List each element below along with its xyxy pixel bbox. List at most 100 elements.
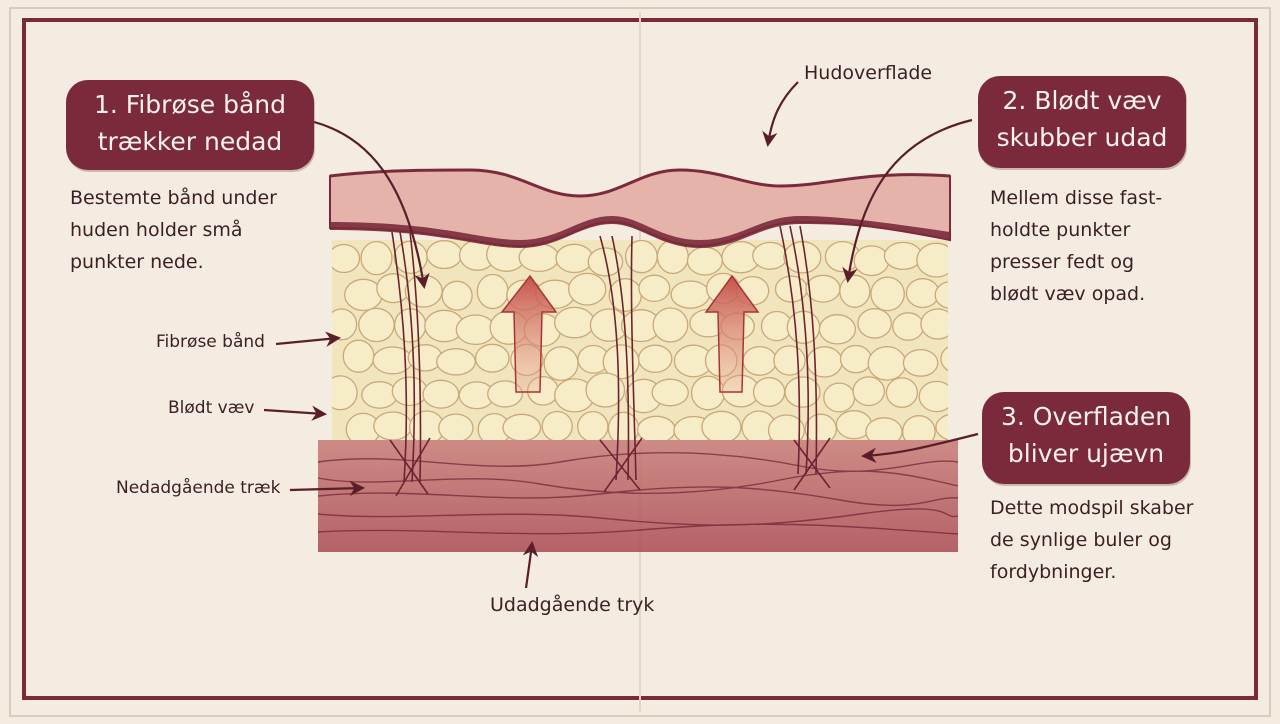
fat-cell	[686, 246, 723, 276]
fat-cell	[852, 376, 886, 407]
fat-cell	[783, 241, 822, 274]
fat-cell	[636, 415, 676, 440]
fat-cell	[577, 410, 609, 440]
fat-cell	[555, 243, 594, 274]
fat-cell	[902, 415, 936, 440]
fat-cell	[543, 346, 579, 382]
fat-cell	[541, 410, 573, 440]
fat-cell	[940, 346, 948, 372]
label-fibrose-band: Fibrøse bånd	[156, 332, 265, 352]
fat-cell	[934, 281, 948, 309]
note-soft-tissue: Mellem disse fast- holdte punkter presse…	[990, 182, 1162, 310]
fat-cell	[361, 381, 398, 409]
arrow-callout-1	[313, 120, 430, 290]
arrow-nedadgaende-traek	[289, 480, 366, 497]
arrow-udadgaende-tryk	[522, 540, 539, 589]
note-1-line-1: Bestemte bånd under	[70, 187, 277, 209]
fat-cell	[839, 344, 872, 374]
callout-soft-tissue: 2. Blødt væv skubber udad	[978, 76, 1186, 168]
fat-cell	[806, 346, 843, 378]
fat-cell	[804, 413, 837, 440]
fat-cell	[441, 280, 473, 311]
callout-fibrous-bands: 1. Fibrøse bånd trækker nedad	[66, 80, 314, 170]
fat-cell	[553, 306, 596, 339]
fat-cell	[585, 372, 626, 408]
note-2-line-2: holdte punkter	[990, 219, 1131, 241]
callout-1-line-2: trækker nedad	[97, 127, 283, 156]
note-fibrous-bands: Bestemte bånd under huden holder små pun…	[70, 182, 277, 278]
arrow-callout-2	[842, 118, 973, 284]
fat-cell	[568, 272, 607, 306]
fat-cell	[823, 382, 856, 413]
note-3-line-2: de synlige buler og	[990, 529, 1172, 551]
callout-3-line-2: bliver ujævn	[1007, 439, 1165, 468]
fat-cell	[853, 245, 890, 277]
note-1-line-2: huden holder små	[70, 219, 243, 241]
fat-cell	[436, 348, 476, 376]
fat-cell	[767, 414, 805, 440]
deep-dermis-layer	[318, 440, 958, 552]
fat-cell	[916, 242, 948, 278]
fat-cell	[752, 241, 789, 270]
fat-cell	[391, 376, 428, 407]
upward-pressure-arrow-left	[500, 274, 558, 393]
fat-cell	[332, 375, 358, 411]
note-3-line-3: fordybninger.	[990, 561, 1117, 583]
fat-cell	[518, 243, 560, 273]
outer-border	[9, 7, 1271, 717]
fat-cell	[476, 273, 509, 310]
fat-cell	[883, 241, 923, 271]
fat-cell	[422, 379, 460, 409]
note-1-line-3: punkter nede.	[70, 251, 204, 273]
note-2-line-4: blødt væv opad.	[990, 283, 1146, 305]
arrow-hudoverflade	[762, 81, 799, 148]
fat-cell	[670, 280, 711, 309]
fat-cell	[474, 343, 510, 373]
fat-cell	[867, 346, 907, 381]
skin-surface-line	[329, 168, 951, 198]
fibrous-septae	[389, 225, 831, 497]
fat-cell	[805, 274, 841, 303]
fat-cell	[892, 312, 925, 341]
label-blodt-vaev: Blødt væv	[168, 398, 255, 418]
fat-cell	[752, 377, 786, 407]
callout-2-line-1: 2. Blødt væv	[1002, 86, 1162, 115]
callout-3-line-1: 3. Overfladen	[1000, 402, 1172, 431]
fat-cell	[902, 348, 939, 377]
label-hudoverflade: Hudoverflade	[804, 62, 933, 84]
fat-cell	[638, 274, 671, 303]
fat-cell	[784, 376, 821, 408]
fat-cell	[637, 344, 673, 374]
callout-uneven-surface: 3. Overfladen bliver ujævn	[982, 392, 1190, 484]
fat-cell	[773, 345, 806, 376]
fat-cell	[487, 380, 523, 408]
fat-cell	[742, 345, 778, 376]
dermis-band	[330, 216, 950, 248]
fat-cell	[332, 243, 361, 274]
fat-cell	[885, 377, 919, 408]
fat-cell	[358, 307, 395, 343]
arrow-blodt-vaev	[263, 405, 328, 421]
fat-cell	[652, 307, 689, 343]
fat-cell	[342, 339, 375, 373]
fat-cell	[587, 247, 624, 277]
fat-cell	[839, 274, 871, 308]
fat-cell	[393, 240, 428, 275]
fat-cell	[857, 308, 892, 339]
callout-2-line-2: skubber udad	[996, 123, 1168, 152]
fat-cell	[426, 240, 463, 270]
fat-cell	[920, 308, 948, 340]
upward-pressure-arrow-right	[704, 274, 760, 393]
note-2-line-1: Mellem disse fast-	[990, 187, 1163, 209]
fat-cell	[438, 413, 474, 440]
fat-cell	[818, 314, 857, 345]
fat-cell	[651, 378, 689, 407]
fat-cell	[935, 414, 948, 440]
fat-cell	[372, 346, 413, 375]
fat-cell	[624, 240, 658, 274]
fat-cell	[918, 380, 948, 413]
connective-strands	[317, 451, 959, 535]
fat-cell	[870, 276, 905, 312]
note-uneven-surface: Dette modspil skaber de synlige buler og…	[990, 492, 1193, 588]
